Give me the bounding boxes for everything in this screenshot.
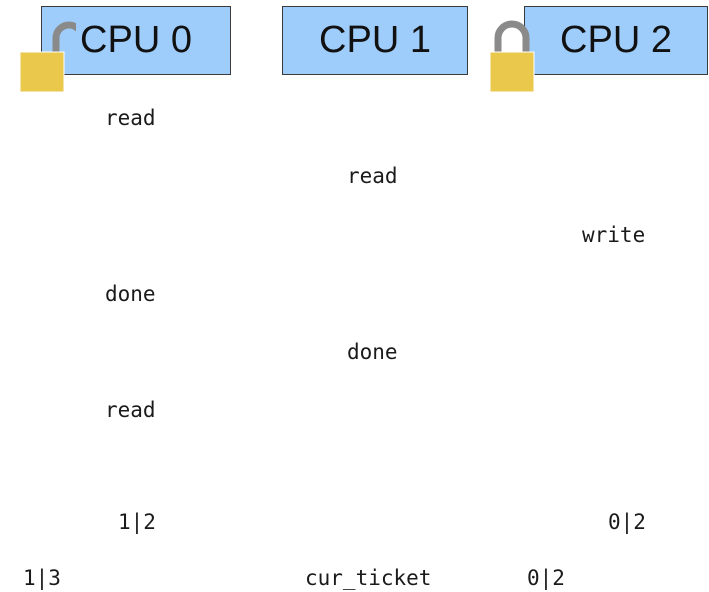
cpu-0-op-done: done <box>105 282 156 306</box>
cur-ticket-value: 0|2 <box>527 566 565 590</box>
cpu-2-ticket: 0|2 <box>608 510 646 534</box>
unlocked-padlock-icon <box>16 16 86 106</box>
cpu-1-op-done: done <box>347 340 398 364</box>
cpu-0-value: 1|3 <box>23 566 61 590</box>
cpu-2-box: CPU 2 <box>524 6 708 75</box>
cpu-0-op-read-1: read <box>105 106 156 130</box>
cpu-0-label: CPU 0 <box>80 19 192 61</box>
cpu-2-label: CPU 2 <box>560 19 672 61</box>
cpu-0-op-read-2: read <box>105 398 156 422</box>
cur-ticket-label: cur_ticket <box>305 566 432 590</box>
cpu-1-label: CPU 1 <box>319 19 431 61</box>
cpu-1-box: CPU 1 <box>282 6 468 75</box>
locked-padlock-icon <box>486 16 546 106</box>
cpu-0-ticket: 1|2 <box>118 510 156 534</box>
cpu-0-box: CPU 0 <box>41 6 231 75</box>
cpu-1-op-read: read <box>347 164 398 188</box>
cpu-2-op-write: write <box>582 223 646 247</box>
